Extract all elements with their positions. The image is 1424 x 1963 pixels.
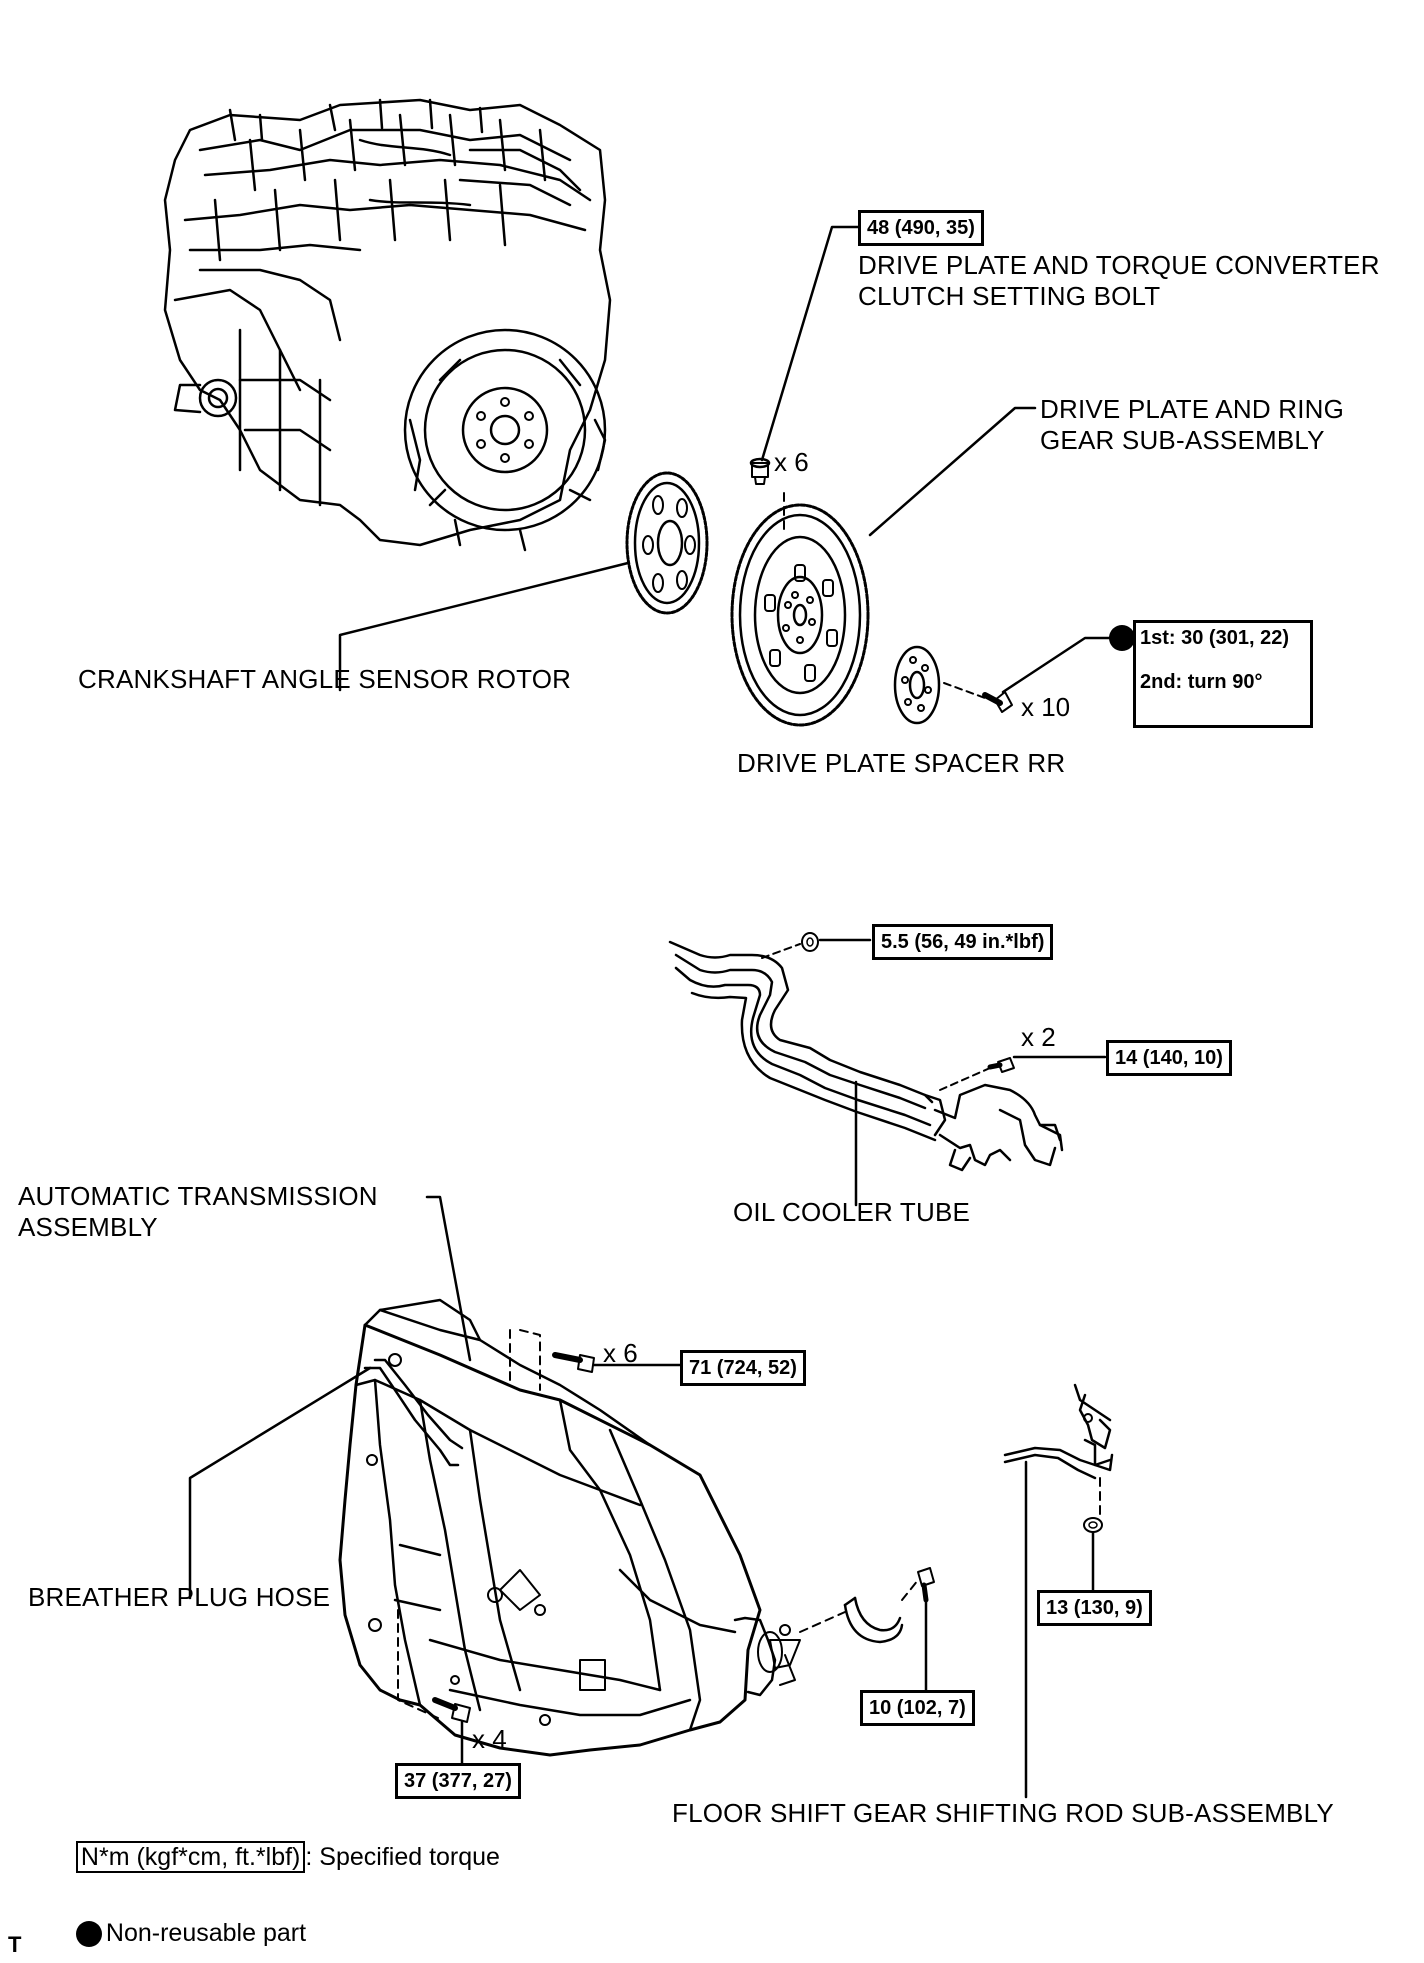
oil-cooler-tube [668, 940, 1064, 1172]
drive-plate-leader [868, 406, 1037, 537]
qty-lower-bolt: x 4 [472, 1724, 507, 1754]
engine-illustration [163, 98, 612, 552]
corner-mark: T [8, 1932, 22, 1957]
transmission-leader [425, 1195, 472, 1362]
legend-torque-box: N*m (kgf*cm, ft.*lbf) [75, 1841, 306, 1873]
legend-non-reusable-text: Non-reusable part [105, 1919, 307, 1947]
torque-oil-cooler-bolt: 14 (140, 10) [1106, 1040, 1232, 1076]
crankshaft-angle-sensor-rotor [625, 471, 709, 615]
torque-drive-plate-bolt: 48 (490, 35) [858, 210, 984, 246]
label-drive-plate-bolt: DRIVE PLATE AND TORQUE CONVERTER CLUTCH … [858, 250, 1380, 311]
torque-spacer-bolt-box: 1st: 30 (301, 22) 2nd: turn 90° [1133, 620, 1313, 728]
oil-cooler-nut-icon [801, 932, 819, 952]
label-breather: BREATHER PLUG HOSE [28, 1582, 331, 1612]
qty-drive-plate-bolt: x 6 [774, 447, 809, 477]
label-shift-rod: FLOOR SHIFT GEAR SHIFTING ROD SUB-ASSEMB… [672, 1798, 1334, 1828]
torque-spacer-bolt-2nd: 2nd: turn 90° [1140, 671, 1263, 693]
qty-oil-cooler-bolt: x 2 [1021, 1022, 1056, 1052]
non-reusable-marker [1109, 625, 1135, 651]
oil-cooler-bolt-icon [987, 1057, 1015, 1073]
qty-spacer-bolt: x 10 [1021, 692, 1071, 722]
spacer-bolt-icon [982, 691, 1013, 713]
breather-hose-leader [188, 1366, 372, 1600]
legend-torque: N*m (kgf*cm, ft.*lbf): Specified torque [62, 1812, 500, 1873]
drive-plate-bolt-icon [749, 457, 771, 485]
torque-shift-rod-bolt: 10 (102, 7) [860, 1690, 975, 1726]
label-drive-plate: DRIVE PLATE AND RING GEAR SUB-ASSEMBLY [1040, 394, 1345, 455]
spacer-bolt-leader [1001, 636, 1112, 694]
torque-oil-cooler-nut: 5.5 (56, 49 in.*lbf) [872, 924, 1054, 960]
shift-rod-clip [843, 1596, 904, 1644]
non-reusable-legend-icon [75, 1921, 102, 1948]
torque-shift-rod-nut: 13 (130, 9) [1037, 1590, 1152, 1626]
torque-spacer-bolt-1st: 1st: 30 (301, 22) [1140, 627, 1289, 649]
legend-non-reusable: Non-reusable part [62, 1888, 306, 1948]
shift-rod-nut-icon [1083, 1517, 1103, 1533]
legend-torque-desc: : Specified torque [305, 1843, 500, 1871]
torque-upper-bolt: 71 (724, 52) [680, 1350, 806, 1386]
shift-rod-bolt-icon [917, 1567, 935, 1603]
crank-rotor-leader [338, 561, 630, 692]
automatic-transmission-illustration [338, 1298, 801, 1757]
label-spacer: DRIVE PLATE SPACER RR [737, 748, 1066, 778]
label-transmission: AUTOMATIC TRANSMISSION ASSEMBLY [18, 1181, 378, 1242]
floor-shift-rod-illustration [1003, 1383, 1114, 1480]
torque-lower-bolt: 37 (377, 27) [395, 1763, 521, 1799]
drive-plate-ring-gear [730, 503, 870, 727]
transmission-lower-bolt-icon [432, 1697, 471, 1723]
drive-plate-bolt-leader [760, 225, 860, 462]
label-oil-cooler: OIL COOLER TUBE [733, 1197, 971, 1227]
qty-upper-bolt: x 6 [603, 1338, 638, 1368]
label-crank-rotor: CRANKSHAFT ANGLE SENSOR ROTOR [78, 664, 572, 694]
drive-plate-spacer [893, 645, 941, 725]
transmission-upper-bolt-icon [552, 1352, 595, 1373]
